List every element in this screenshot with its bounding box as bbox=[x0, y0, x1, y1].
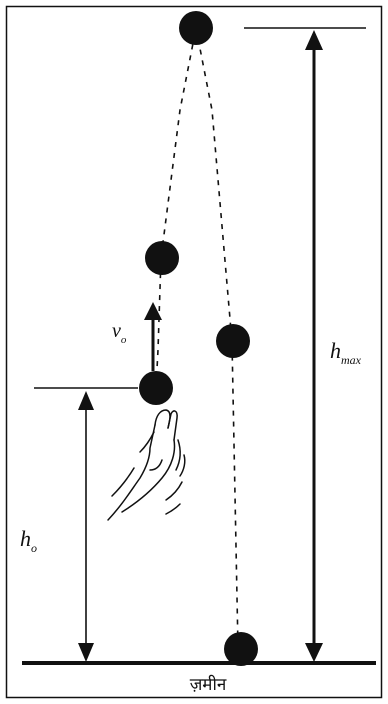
ball-icon bbox=[139, 371, 173, 405]
ball-icon bbox=[216, 324, 250, 358]
vo-label: vo bbox=[112, 320, 127, 346]
ball-icon bbox=[224, 632, 258, 666]
ground-label: ज़मीन bbox=[190, 674, 227, 695]
hmax-arrow-up bbox=[305, 30, 323, 50]
ho-arrow-up bbox=[78, 391, 94, 410]
hmax-label: hmax bbox=[330, 338, 362, 367]
hmax-arrow-down bbox=[305, 643, 323, 662]
ascending-trajectory bbox=[155, 27, 197, 389]
descending-trajectory bbox=[195, 27, 239, 649]
diagram-frame bbox=[5, 5, 383, 699]
hand-icon bbox=[107, 409, 186, 521]
velocity-arrow-head bbox=[144, 302, 162, 320]
ball-icon bbox=[179, 11, 213, 45]
ho-arrow-down bbox=[78, 643, 94, 662]
ho-label: ho bbox=[20, 526, 37, 555]
ball-icon bbox=[145, 241, 179, 275]
